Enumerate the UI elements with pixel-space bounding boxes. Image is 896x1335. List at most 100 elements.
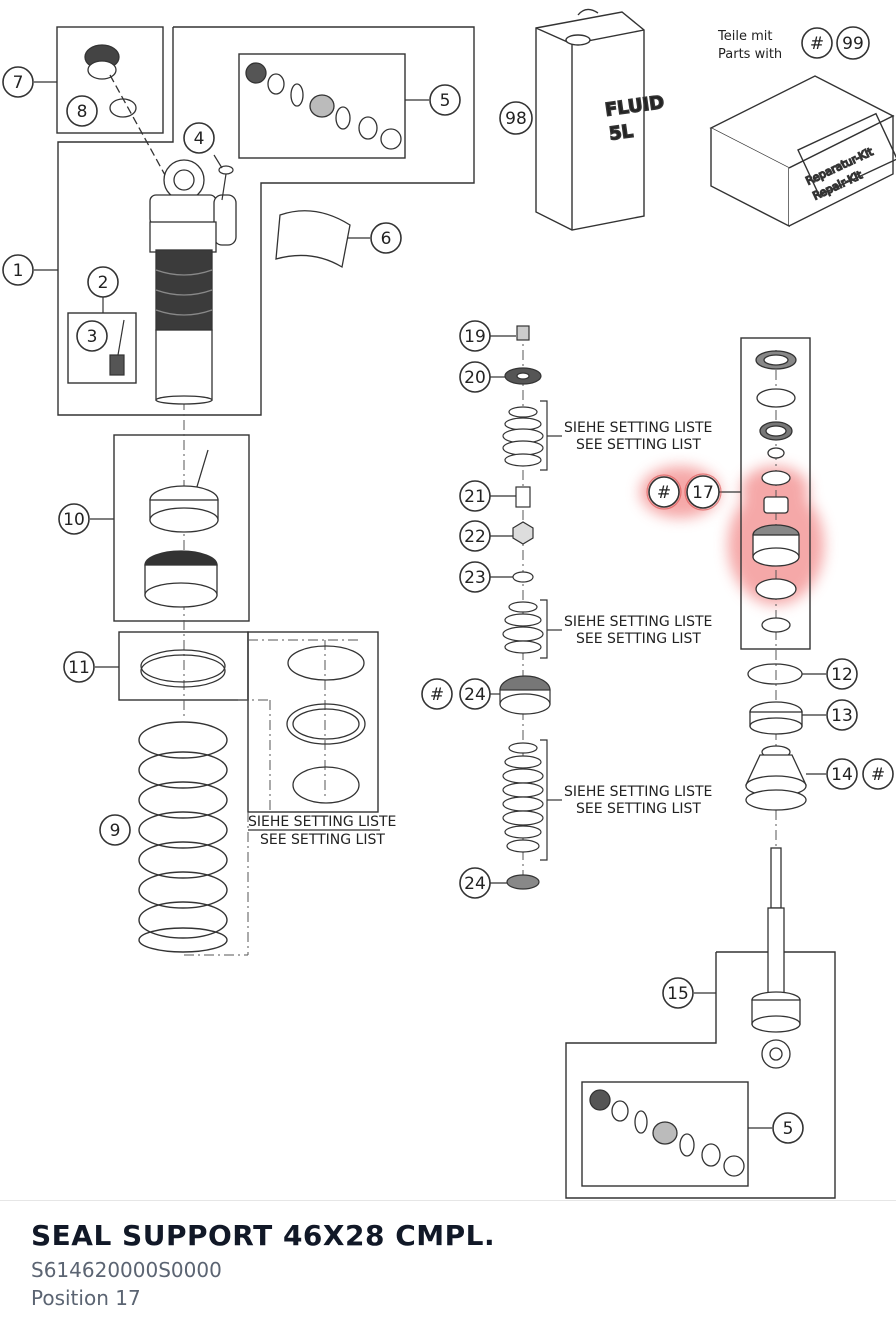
- part-info-panel: SEAL SUPPORT 46X28 CMPL. S614620000S0000…: [0, 1200, 896, 1335]
- spring-plate-11: [140, 645, 366, 804]
- svg-text:7: 7: [13, 73, 24, 93]
- callout-12[interactable]: 12: [826, 658, 858, 690]
- svg-text:#: #: [871, 765, 885, 785]
- svg-text:2: 2: [98, 273, 109, 293]
- piston-rod-15: [751, 847, 801, 1069]
- svg-text:20: 20: [464, 368, 486, 388]
- setting-list-en-4: SEE SETTING LIST: [260, 832, 385, 848]
- callout-21[interactable]: 22: [459, 520, 491, 552]
- part-number: S614620000S0000: [31, 1258, 222, 1282]
- repair-kit-box: Reparatur-Kit Repair-Kit: [709, 75, 896, 228]
- callout-17[interactable]: 17: [686, 475, 720, 509]
- svg-text:5: 5: [783, 1119, 794, 1139]
- callout-9[interactable]: 9: [99, 814, 131, 846]
- frame-5-top: [238, 53, 406, 159]
- part-title: SEAL SUPPORT 46X28 CMPL.: [31, 1219, 496, 1252]
- svg-text:24: 24: [464, 874, 486, 894]
- callout-13[interactable]: 13: [826, 699, 858, 731]
- svg-text:19: 19: [464, 327, 486, 347]
- svg-text:4: 4: [194, 129, 205, 149]
- frame-15: [565, 951, 836, 1199]
- setting-list-de-2: SIEHE SETTING LISTE: [564, 614, 712, 630]
- kit-label-de: Teile mit: [717, 29, 772, 44]
- seal-support-17: [752, 350, 800, 633]
- svg-text:6: 6: [381, 229, 392, 249]
- svg-text:17: 17: [692, 483, 714, 503]
- svg-text:15: 15: [667, 984, 689, 1004]
- svg-text:99: 99: [842, 34, 864, 54]
- svg-text:23: 23: [464, 568, 486, 588]
- callout-hash-17[interactable]: #: [648, 476, 680, 508]
- spring-9: [138, 721, 228, 953]
- callout-6[interactable]: 6: [370, 222, 402, 254]
- callout-3[interactable]: 3: [76, 320, 108, 352]
- fluid-volume: 5L: [608, 121, 635, 145]
- callout-5-top[interactable]: 5: [429, 84, 461, 116]
- frame-1: [57, 26, 475, 416]
- fluid-can-98: FLUID 5L: [535, 8, 666, 231]
- heat-shield-6: [275, 210, 351, 269]
- callout-5-bottom[interactable]: 5: [772, 1112, 804, 1144]
- setting-list-en-1: SEE SETTING LIST: [576, 437, 701, 453]
- callout-99[interactable]: 99: [836, 26, 870, 60]
- setting-list-en-2: SEE SETTING LIST: [576, 631, 701, 647]
- svg-text:98: 98: [505, 109, 527, 129]
- frame-10: [113, 434, 250, 622]
- svg-text:10: 10: [63, 510, 85, 530]
- preload-adjuster-10: [144, 449, 219, 608]
- callout-98[interactable]: 98: [499, 101, 533, 135]
- svg-text:#: #: [657, 483, 671, 503]
- setting-list-de-1: SIEHE SETTING LISTE: [564, 420, 712, 436]
- seal-13-14: [745, 701, 807, 811]
- callout-8[interactable]: 8: [66, 95, 98, 127]
- svg-text:#: #: [430, 685, 444, 705]
- callout-11[interactable]: 11: [63, 651, 95, 683]
- svg-text:1: 1: [13, 261, 24, 281]
- shock-absorber-body: [149, 159, 237, 405]
- callout-2[interactable]: 2: [87, 266, 119, 298]
- svg-text:9: 9: [110, 821, 121, 841]
- svg-text:24: 24: [464, 685, 486, 705]
- callout-hash-23[interactable]: #: [421, 678, 453, 710]
- bleed-screw-4: [218, 165, 234, 201]
- callout-hash-kit[interactable]: #: [801, 27, 833, 59]
- seal-kit-top: [245, 62, 402, 150]
- part-position: Position 17: [31, 1286, 141, 1310]
- callout-15[interactable]: 15: [662, 977, 694, 1009]
- svg-text:8: 8: [77, 102, 88, 122]
- callout-1[interactable]: 1: [2, 254, 34, 286]
- callout-14[interactable]: 14: [826, 758, 858, 790]
- bushing-7-8: [84, 44, 166, 176]
- svg-text:22: 22: [464, 527, 486, 547]
- callout-10[interactable]: 10: [58, 503, 90, 535]
- callout-18[interactable]: 19: [459, 320, 491, 352]
- setting-list-de-4: SIEHE SETTING LISTE: [248, 814, 396, 830]
- svg-text:11: 11: [68, 658, 90, 678]
- setting-list-en-3: SEE SETTING LIST: [576, 801, 701, 817]
- svg-text:#: #: [810, 34, 824, 54]
- frame-2-3: [67, 312, 137, 384]
- callout-4[interactable]: 4: [183, 122, 215, 154]
- exploded-parts-diagram: FLUID 5L Reparatur-Kit Repair-Kit Teile …: [2, 8, 896, 1199]
- svg-text:21: 21: [464, 487, 486, 507]
- callout-23[interactable]: 24: [459, 678, 491, 710]
- callout-24[interactable]: 24: [459, 867, 491, 899]
- frame-17: [740, 337, 811, 650]
- setting-list-de-3: SIEHE SETTING LISTE: [564, 784, 712, 800]
- frame-5-bottom: [581, 1081, 749, 1187]
- svg-text:13: 13: [831, 706, 853, 726]
- frame-7-8: [56, 26, 164, 134]
- shim-stack: [499, 325, 551, 890]
- o-ring-12: [747, 663, 803, 685]
- callout-20[interactable]: 21: [459, 480, 491, 512]
- valve-2-3: [109, 319, 125, 376]
- frame-setting-springs: [247, 631, 379, 813]
- kit-label-en: Parts with: [718, 47, 782, 62]
- svg-text:5: 5: [440, 91, 451, 111]
- svg-text:3: 3: [87, 327, 98, 347]
- callout-19[interactable]: 20: [459, 361, 491, 393]
- callout-hash-14[interactable]: #: [862, 758, 894, 790]
- callout-22[interactable]: 23: [459, 561, 491, 593]
- svg-text:14: 14: [831, 765, 853, 785]
- callout-7[interactable]: 7: [2, 66, 34, 98]
